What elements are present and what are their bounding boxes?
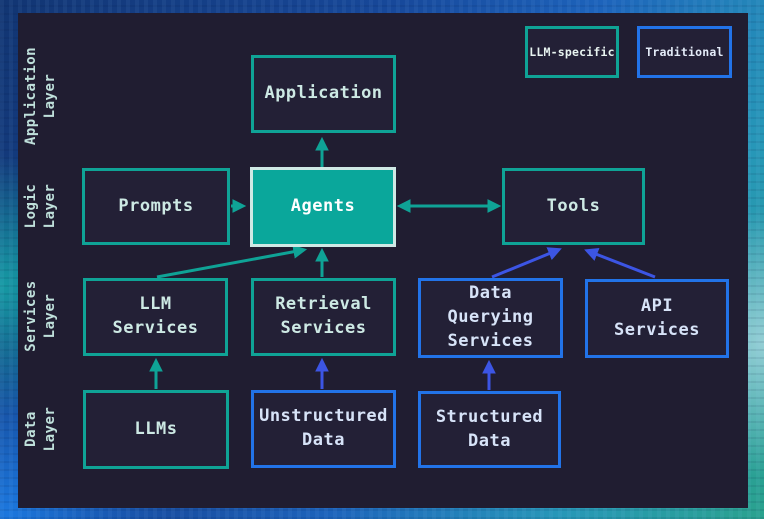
node-llms: LLMs: [83, 390, 229, 469]
node-llm-services: LLM Services: [83, 278, 228, 356]
node-structured-data: Structured Data: [418, 391, 561, 468]
node-retrieval-services: Retrieval Services: [251, 278, 396, 356]
node-unstructured-data: Unstructured Data: [251, 390, 396, 468]
diagram-panel: Application Layer Logic Layer Services L…: [18, 13, 748, 508]
node-api-services: API Services: [585, 279, 729, 358]
layer-label-data: Data Layer: [23, 406, 58, 452]
node-application: Application: [251, 55, 396, 133]
node-agents: Agents: [250, 167, 396, 247]
node-prompts: Prompts: [82, 168, 230, 245]
node-tools: Tools: [502, 168, 645, 245]
legend-item-traditional: Traditional: [637, 26, 732, 78]
legend-item-llm-specific: LLM-specific: [525, 26, 619, 78]
arrow-llm-services-to-agents: [156, 244, 308, 279]
node-data-querying-services: Data Querying Services: [418, 278, 563, 358]
arrow-data-querying-to-tools: [491, 247, 562, 279]
arrow-api-services-to-tools: [584, 248, 656, 279]
